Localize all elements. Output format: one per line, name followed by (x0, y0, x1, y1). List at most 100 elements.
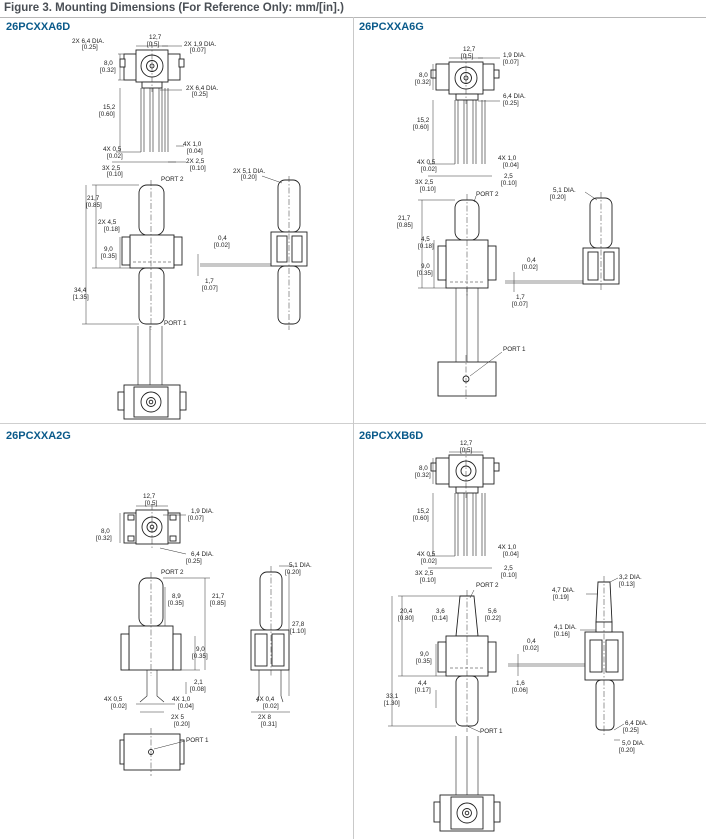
p2-dim-f-in: [0.60] (413, 124, 429, 131)
p2-dim-o: 0,4 (527, 257, 536, 264)
p1-dim-c-in: [0.07] (190, 47, 206, 54)
p3-dim-u-in: [0.20] (174, 721, 190, 728)
p4-dim-aa: 4,1 DIA. (554, 624, 577, 631)
p3-dim-e: 6,4 DIA. (191, 551, 214, 558)
p1-dim-e: 2X 6,4 DIA. (186, 85, 218, 92)
p3-dim-g-in: [0.04] (178, 703, 194, 710)
p4-dim-i: 2,5 (504, 565, 513, 572)
p4-dim-q: 33,1 (386, 693, 399, 700)
p3-dim-t: 2,1 (194, 679, 203, 686)
p1-dim-l: 21,7 (87, 195, 100, 202)
p1-dim-i: 2X 2,5 (186, 158, 205, 165)
drawing-26pcxxa6g: 12,7 [0.5] 1,9 DIA. [0.07] 8,0 [0.32] 6,… (397, 46, 620, 400)
p4-dim-x-in: [0.19] (553, 594, 569, 601)
p1-dim-o: 0,4 (218, 235, 227, 242)
p3-front-view (120, 572, 210, 713)
p2-dim-p-in: [0.07] (512, 301, 528, 308)
p1-dim-d-in: [0.32] (100, 67, 116, 74)
p2-dim-i-in: [0.10] (501, 180, 517, 187)
p1-port1-label: PORT 1 (164, 320, 187, 327)
p2-dim-e: 6,4 DIA. (503, 93, 526, 100)
p3-dim-o-in: [0.02] (263, 703, 279, 710)
p3-side-view (250, 565, 294, 713)
p4-dim-bb: 4,4 (418, 680, 427, 687)
p1-dim-e-in: [0.25] (192, 91, 208, 98)
p3-dim-o: 4X 0,4 (256, 696, 275, 703)
p1-port2-label: PORT 2 (161, 176, 184, 183)
p1-dim-k: 2X 5,1 DIA. (233, 168, 265, 175)
p4-dim-aa-in: [0.16] (554, 631, 570, 638)
p4-port1-label: PORT 1 (480, 728, 503, 735)
p1-dim-h-in: [0.02] (107, 153, 123, 160)
p3-port1-label: PORT 1 (186, 737, 209, 744)
p4-dim-y: 3,6 (436, 608, 445, 615)
p3-dim-s-in: [1.10] (290, 628, 306, 635)
p1-dim-i-in: [0.10] (190, 165, 206, 172)
p2-dim-c-in: [0.07] (503, 59, 519, 66)
p2-dim-j-in: [0.10] (420, 186, 436, 193)
p4-dim-x: 4,7 DIA. (552, 587, 575, 594)
p4-dim-n-in: [0.35] (416, 658, 432, 665)
p1-dim-o-in: [0.02] (214, 242, 230, 249)
p1-dim-k-in: [0.20] (241, 174, 257, 181)
p1-dim-j-in: [0.10] (107, 171, 123, 178)
p3-bottom-view (119, 728, 186, 776)
p4-dim-n: 9,0 (420, 651, 429, 658)
p1-dim-j: 3X 2,5 (102, 165, 121, 172)
p2-dim-k: 5,1 DIA. (553, 187, 576, 194)
p1-dim-g: 4X 1,0 (183, 141, 202, 148)
p3-dim-c: 1,9 DIA. (191, 508, 214, 515)
p3-dim-k-in: [0.20] (285, 569, 301, 576)
p3-dim-l: 21,7 (212, 593, 225, 600)
p4-side-view (508, 576, 625, 741)
p2-dim-o-in: [0.02] (522, 264, 538, 271)
p4-dim-g-in: [0.04] (503, 551, 519, 558)
p1-side-view (197, 175, 308, 330)
p1-dim-d: 8,0 (104, 60, 113, 67)
panel-title-26pcxxa2g: 26PCXXA2G (6, 430, 71, 442)
p3-dim-k: 5,1 DIA. (289, 562, 312, 569)
p2-front-view (418, 194, 497, 362)
drawing-26pcxxb6d: 12,7 [0.5] 8,0 [0.32] 15,2 [0.60] 4X 1,0… (384, 440, 648, 832)
p1-dim-m: 2X 4,5 (98, 219, 117, 226)
p4-port2-label: PORT 2 (476, 582, 499, 589)
p2-dim-m-in: [0.18] (418, 243, 434, 250)
p3-dim-v-in: [0.31] (261, 721, 277, 728)
p3-dim-c-in: [0.07] (188, 515, 204, 522)
p1-dim-n: 9,0 (104, 246, 113, 253)
p1-dim-h: 4X 0,5 (103, 146, 122, 153)
p1-top-view (112, 42, 186, 163)
p4-dim-h-in: [0.02] (421, 558, 437, 565)
p3-top-view (119, 504, 187, 555)
p2-dim-c: 1,9 DIA. (503, 52, 526, 59)
p4-dim-o: 0,4 (527, 638, 536, 645)
p4-dim-w-in: [0.13] (619, 581, 635, 588)
p1-front-view (82, 180, 183, 330)
p1-bottom-view (117, 326, 187, 420)
p2-dim-l: 21,7 (398, 215, 411, 222)
p1-dim-f-in: [0.60] (99, 111, 115, 118)
p3-dim-u: 2X 5 (171, 714, 184, 721)
drawing-26pcxxa6d: 12,7 [0.5] 2X 6,4 DIA. [0.25] 2X 1,9 DIA… (72, 34, 308, 420)
p4-dim-h: 4X 0,5 (417, 551, 436, 558)
p3-dim-d-in: [0.32] (96, 535, 112, 542)
p4-dim-g: 4X 1,0 (498, 544, 517, 551)
p2-dim-g-in: [0.04] (503, 162, 519, 169)
p3-dim-s: 27,8 (292, 621, 305, 628)
p4-dim-w: 3,2 DIA. (619, 574, 642, 581)
p3-dim-d: 8,0 (101, 528, 110, 535)
p1-dim-b-in: [0.25] (82, 44, 98, 51)
panel-title-26pcxxa6d: 26PCXXA6D (6, 21, 71, 33)
p2-top-view (428, 54, 500, 177)
p1-dim-q-in: [1.35] (73, 294, 89, 301)
p1-dim-p-in: [0.07] (202, 285, 218, 292)
p3-dim-n-in: [0.35] (192, 653, 208, 660)
p2-dim-e-in: [0.25] (503, 100, 519, 107)
p4-dim-o-in: [0.02] (523, 645, 539, 652)
p1-dim-p: 1,7 (205, 278, 214, 285)
p4-dim-bb-in: [0.17] (415, 687, 431, 694)
p4-dim-cc-in: [0.20] (619, 747, 635, 754)
p4-dim-e: 6,4 DIA. (625, 720, 648, 727)
drawing-26pcxxa2g: 12,7 [0.5] 1,9 DIA. [0.07] 8,0 [0.32] 6,… (96, 493, 312, 776)
p3-dim-r: 8,9 (172, 593, 181, 600)
